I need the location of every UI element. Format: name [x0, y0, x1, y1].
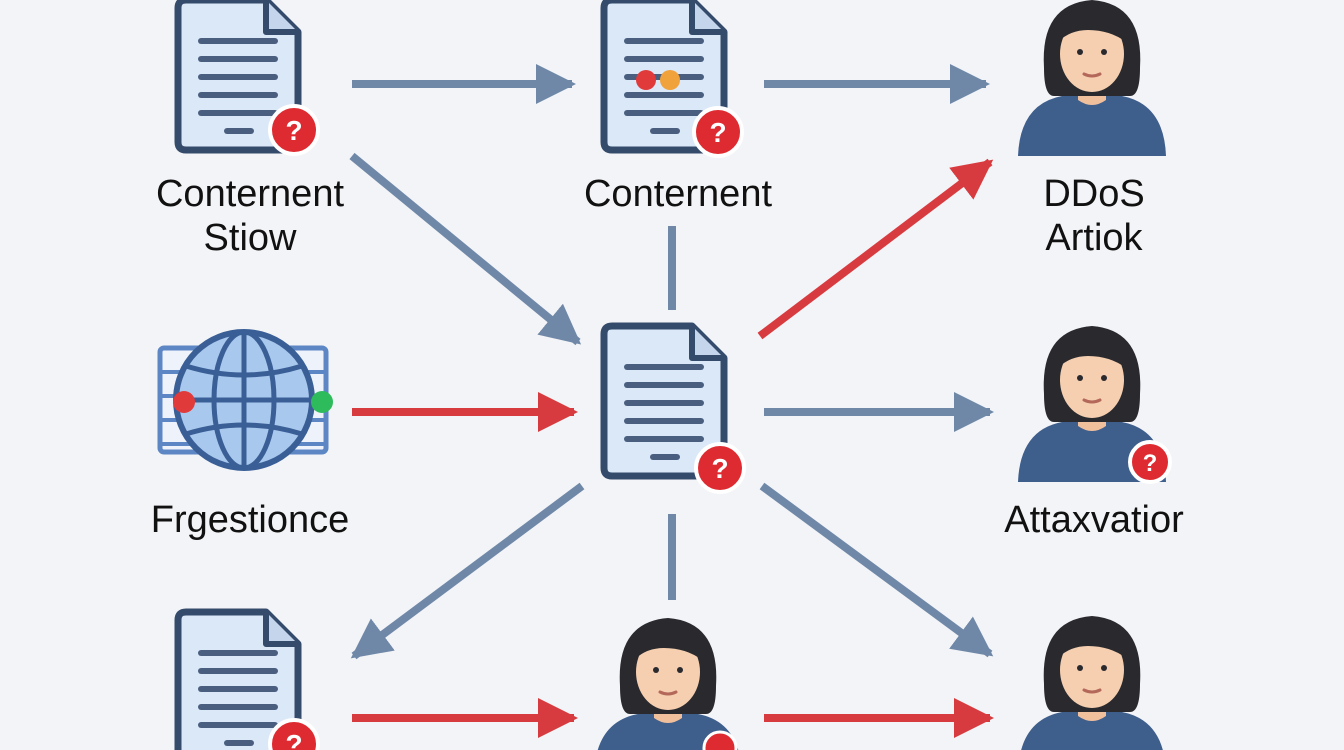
- question-badge-icon: ?: [692, 106, 744, 158]
- label-top-center-line1: Conternent: [583, 173, 773, 215]
- question-badge-icon: ?: [694, 442, 746, 494]
- label-top-center: Conternent: [584, 172, 772, 216]
- label-top-left-line1: Conternent: [155, 173, 345, 215]
- label-top-right: DDoS Artiok: [1043, 172, 1144, 260]
- label-mid-left-line1: Frgestionce: [150, 499, 350, 541]
- green-dot-icon: [311, 391, 333, 413]
- svg-text:?: ?: [709, 117, 726, 148]
- label-top-right-line2: Artiok: [1045, 217, 1143, 259]
- question-badge-icon: ?: [1128, 440, 1172, 484]
- orange-dot-icon: [660, 70, 680, 90]
- label-top-right-line1: DDoS: [1043, 173, 1145, 215]
- question-badge-icon: ?: [268, 718, 320, 750]
- document-icon-top-center: [604, 0, 724, 150]
- label-top-left: Conternent Stiow: [156, 172, 344, 260]
- arrow-center-to-top-right-red: [757, 158, 994, 340]
- question-badge-icon: ?: [268, 104, 320, 156]
- person-icon-bottom-center: [592, 616, 744, 750]
- svg-text:?: ?: [1143, 450, 1158, 477]
- label-mid-right-line1: Attaxvatior: [1004, 499, 1184, 541]
- label-mid-right: Attaxvatior: [1004, 498, 1184, 542]
- question-badge-icon: [702, 730, 738, 750]
- arrow-topleft-to-center: [349, 152, 582, 346]
- svg-text:?: ?: [711, 453, 728, 484]
- red-dot-icon: [636, 70, 656, 90]
- label-mid-left: Frgestionce: [151, 498, 350, 542]
- globe-network-icon: [157, 329, 333, 471]
- svg-text:?: ?: [285, 729, 302, 750]
- red-dot-icon: [173, 391, 195, 413]
- arrow-center-to-bottom-right: [759, 482, 994, 658]
- person-icon-top-right: [1016, 0, 1168, 158]
- label-top-left-line2: Stiow: [203, 217, 297, 259]
- svg-text:?: ?: [285, 115, 302, 146]
- arrows: [349, 64, 994, 738]
- person-icon-bottom-right: [1016, 614, 1168, 750]
- arrow-center-to-bottom-left: [350, 482, 585, 660]
